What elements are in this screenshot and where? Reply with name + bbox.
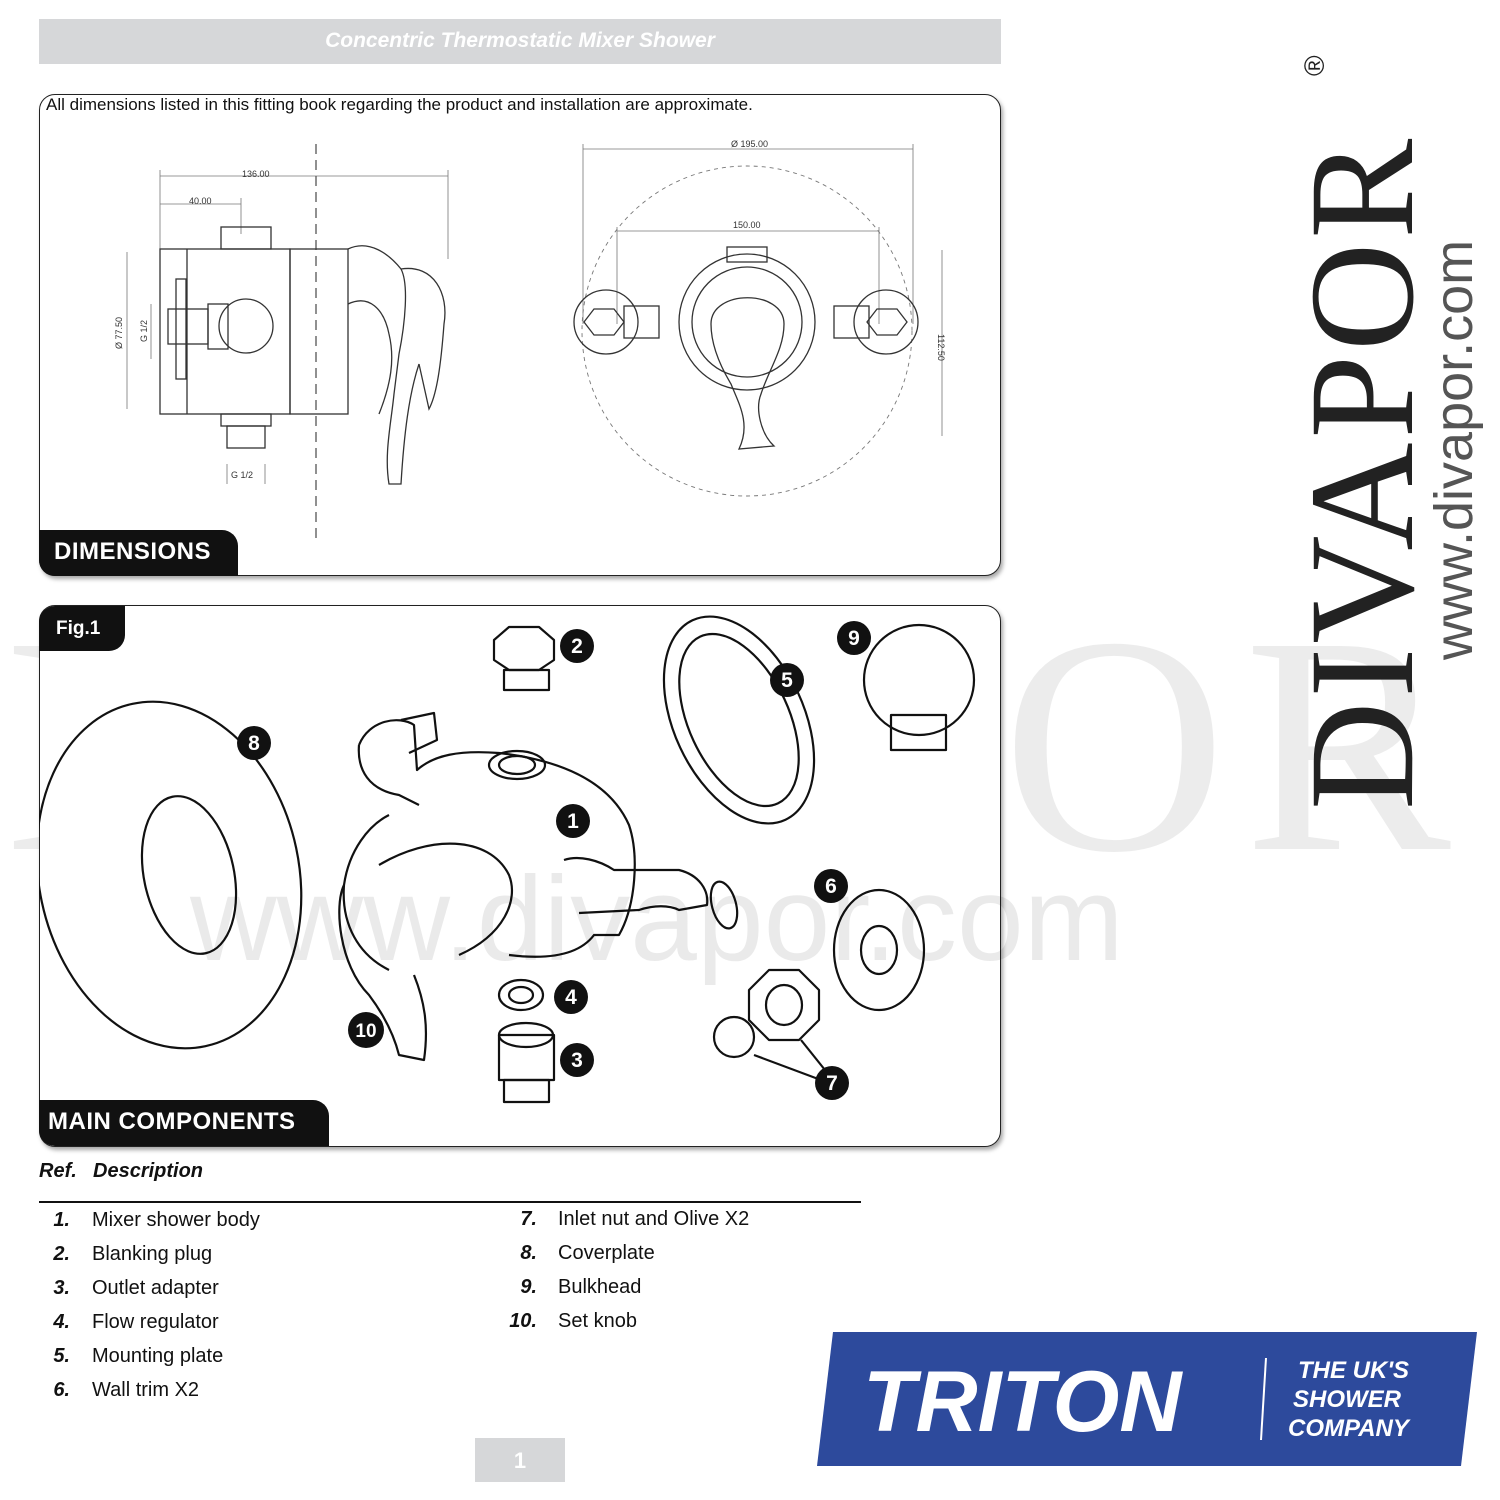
callout-3: 3 [560,1043,594,1077]
main-components-tab: MAIN COMPONENTS [39,1100,329,1146]
list-item-desc: Bulkhead [558,1276,642,1298]
dim-centres-label: 150.00 [733,220,761,230]
bulkhead-part [862,623,976,752]
callout-10: 10 [348,1012,384,1048]
svg-text:2: 2 [571,635,583,658]
mounting-plate-part [662,615,816,825]
list-item-ref: 3. [53,1277,70,1299]
list-item-desc: Mixer shower body [92,1209,260,1231]
dim-offset-label: 40.00 [189,196,212,206]
triton-tagline-2: SHOWER [1293,1386,1402,1413]
callout-7: 7 [815,1066,849,1100]
dimensions-drawing: 136.00 40.00 Ø 77.50 G 1/2 G 1/2 Ø 195.0… [114,139,946,539]
triton-name: TRITON [863,1354,1183,1450]
svg-text:9: 9 [848,627,860,650]
svg-text:4: 4 [565,986,577,1009]
divapor-brand-logo: DIVAPOR www.divapor.com ® [1279,55,1484,810]
description-header: Description [93,1160,204,1182]
triton-tagline-1: THE UK'S [1298,1357,1409,1384]
dim-outlet-label: G 1/2 [231,470,253,480]
side-view-drawing [126,144,449,539]
callout-2: 2 [560,629,594,663]
page-number: 1 [513,1448,527,1473]
list-item-ref: 9. [520,1276,537,1298]
list-item-ref: 10. [509,1310,537,1332]
list-item-desc: Set knob [558,1310,637,1332]
flow-regulator-part [497,978,545,1012]
table-rule [39,1201,861,1203]
list-item-ref: 8. [520,1242,537,1264]
svg-text:1: 1 [567,810,579,833]
dim-height-label: 112.50 [936,334,946,361]
dim-inlet-label: G 1/2 [139,320,149,342]
callout-9: 9 [837,621,871,655]
svg-text:8: 8 [248,732,260,755]
list-item-desc: Flow regulator [92,1311,219,1333]
watermark-url-background: www.divapor.com [190,852,1124,986]
front-view-drawing [573,144,943,497]
list-item-ref: 2. [53,1243,70,1265]
header-bar: Concentric Thermostatic Mixer Shower [39,19,1001,64]
list-item-desc: Coverplate [558,1242,655,1264]
callout-1: 1 [556,804,590,838]
list-item-desc: Inlet nut and Olive X2 [558,1208,750,1230]
dim-width-label: 136.00 [242,169,270,179]
dim-plate-label: Ø 195.00 [731,139,768,149]
triton-logo: TRITON THE UK'S SHOWER COMPANY [817,1332,1477,1466]
blanking-plug-part [492,625,556,692]
inlet-nut-part [712,968,830,1085]
list-item-desc: Blanking plug [92,1243,213,1265]
triton-tagline-3: COMPANY [1288,1415,1411,1442]
svg-text:10: 10 [355,1021,376,1042]
outlet-adapter-part [497,1021,556,1104]
list-item-desc: Mounting plate [92,1345,224,1367]
list-item-ref: 4. [53,1311,70,1333]
wall-trim-part [832,888,926,1012]
list-item-desc: Wall trim X2 [92,1379,200,1401]
svg-text:7: 7 [826,1072,838,1095]
list-item-ref: 6. [53,1379,70,1401]
callout-6: 6 [814,869,848,903]
brand-name: DIVAPOR [1279,135,1445,810]
dimensions-note: All dimensions listed in this fitting bo… [46,95,753,114]
mixer-body-part [338,711,739,1062]
svg-text:6: 6 [825,875,837,898]
brand-url: www.divapor.com [1424,240,1484,661]
dimensions-panel [39,94,1001,576]
svg-text:3: 3 [571,1049,583,1072]
ref-header: Ref. [39,1160,77,1182]
fig-label-tab: Fig.1 [39,606,125,651]
page-number-box: 1 [475,1438,565,1482]
components-exploded-diagram: 1 2 3 4 5 6 7 8 9 10 [39,615,976,1104]
callout-8: 8 [237,726,271,760]
registered-mark: ® [1299,55,1330,76]
coverplate-part [39,700,303,1050]
document-title: Concentric Thermostatic Mixer Shower [325,29,715,52]
callout-5: 5 [770,663,804,697]
callout-4: 4 [554,980,588,1014]
list-item-desc: Outlet adapter [92,1277,219,1299]
list-item-ref: 7. [520,1208,537,1230]
dimensions-tab: DIMENSIONS [39,530,238,576]
list-item-ref: 1. [53,1209,70,1231]
dim-diameter-label: Ø 77.50 [114,317,124,349]
svg-text:5: 5 [781,669,793,692]
list-item-ref: 5. [53,1345,70,1367]
